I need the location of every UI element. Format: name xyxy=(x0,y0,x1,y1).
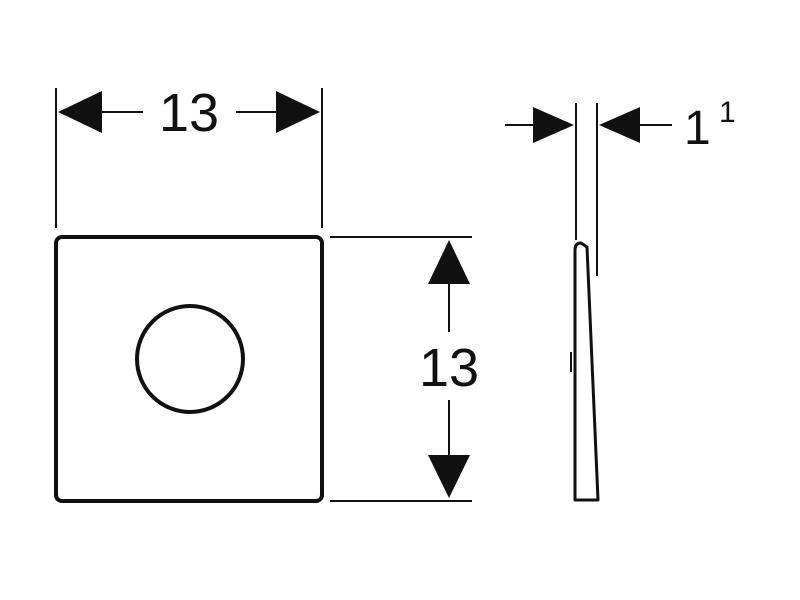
actuator-button-outline xyxy=(135,304,245,414)
thickness-dimension-label: 1 xyxy=(684,102,711,155)
plate-outline xyxy=(54,235,324,503)
height-dimension: 13 xyxy=(330,236,479,502)
height-dimension-label: 13 xyxy=(419,338,479,398)
height-arrow-bottom xyxy=(428,455,470,498)
width-dimension: 13 xyxy=(55,83,323,228)
thickness-dimension-superscript: 1 xyxy=(719,96,736,129)
thickness-arrow-left xyxy=(533,107,574,143)
width-dimension-label: 13 xyxy=(159,83,219,143)
height-arrow-top xyxy=(428,240,470,284)
side-profile-outline xyxy=(573,241,600,502)
front-view xyxy=(54,235,324,503)
side-view xyxy=(570,241,600,502)
width-arrow-left xyxy=(58,91,102,133)
thickness-dimension: 1 1 xyxy=(505,96,736,276)
width-arrow-right xyxy=(276,91,320,133)
thickness-arrow-right xyxy=(599,107,640,143)
